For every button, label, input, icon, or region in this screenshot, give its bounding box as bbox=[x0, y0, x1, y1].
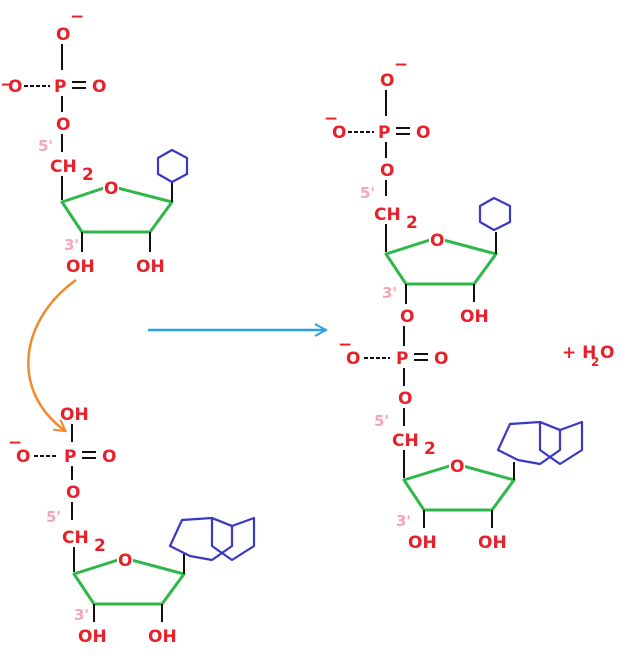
negative-charge: − bbox=[394, 55, 408, 75]
hydroxyl-2prime: OH bbox=[478, 533, 507, 553]
ch2-subscript: 2 bbox=[406, 213, 418, 233]
phosphorus: P bbox=[378, 123, 390, 143]
three-prime-label: 3' bbox=[382, 284, 397, 302]
ch2-group: CH bbox=[374, 205, 401, 225]
water-product: + H 2 O bbox=[562, 343, 614, 369]
oxygen-right: O bbox=[416, 123, 430, 143]
dinucleotide-product: O − − O P O O 5' CH 2 O 3' O OH − O P O bbox=[324, 55, 584, 553]
ch2-subscript: 2 bbox=[424, 439, 436, 459]
hydroxyl-3prime: OH bbox=[66, 257, 95, 277]
phosphorus: P bbox=[396, 349, 408, 369]
nucleotide-top-left: O − − O P O O 5' CH 2 O 3' OH OH bbox=[0, 7, 189, 277]
plus-h: + H bbox=[562, 343, 596, 363]
ch2-group: CH bbox=[392, 431, 419, 451]
negative-charge: − bbox=[324, 109, 338, 129]
three-prime-label: 3' bbox=[74, 606, 89, 624]
ring-oxygen: O bbox=[118, 551, 132, 571]
oxygen-left: O bbox=[346, 349, 360, 369]
three-prime-label: 3' bbox=[64, 236, 79, 254]
hydroxyl-3prime: OH bbox=[78, 627, 107, 647]
hydroxyl-2prime: OH bbox=[460, 307, 489, 327]
purine-six-ring bbox=[538, 420, 584, 466]
ch-text: CH bbox=[392, 431, 419, 451]
negative-charge: − bbox=[0, 75, 14, 95]
hydroxyl-phosphate: OH bbox=[60, 405, 89, 425]
ring-oxygen-bg bbox=[429, 230, 445, 248]
oxygen-right: O bbox=[434, 349, 448, 369]
five-prime-label: 5' bbox=[374, 412, 389, 430]
oxygen-5prime: O bbox=[380, 161, 394, 181]
oxygen-left: O bbox=[16, 447, 30, 467]
negative-charge: − bbox=[338, 335, 352, 355]
purine-six-ring bbox=[210, 516, 256, 562]
phosphorus: P bbox=[64, 447, 76, 467]
ring-oxygen-bg bbox=[103, 178, 119, 196]
three-prime-label: 3' bbox=[396, 512, 411, 530]
water-subscript: 2 bbox=[591, 355, 599, 369]
ring-oxygen: O bbox=[104, 179, 118, 199]
oxygen-right: O bbox=[102, 447, 116, 467]
ring-oxygen-bg bbox=[449, 456, 465, 474]
ch2-subscript: 2 bbox=[94, 536, 106, 556]
ch2-subscript: 2 bbox=[82, 165, 94, 185]
hydroxyl-2prime: OH bbox=[148, 627, 177, 647]
negative-charge: − bbox=[8, 433, 22, 453]
ring-oxygen: O bbox=[430, 231, 444, 251]
ribose-ring bbox=[60, 184, 174, 234]
purine-base bbox=[496, 420, 562, 466]
oxygen-right: O bbox=[92, 77, 106, 97]
ribose-ring bbox=[72, 556, 186, 606]
five-prime-label: 5' bbox=[360, 184, 375, 202]
oxygen-5prime: O bbox=[66, 483, 80, 503]
oxygen-left: O bbox=[8, 77, 22, 97]
negative-charge: − bbox=[70, 7, 84, 27]
oxygen-top: O bbox=[380, 71, 394, 91]
pyrimidine-base bbox=[478, 196, 512, 232]
oxygen-left: O bbox=[332, 123, 346, 143]
ch2-group: CH bbox=[50, 157, 77, 177]
nucleotide-bottom-left: OH − O P O O 5' CH 2 O 3' OH OH bbox=[8, 405, 256, 647]
water-oxygen: O bbox=[600, 343, 614, 363]
five-prime-label: 5' bbox=[46, 508, 61, 526]
ch-text: CH bbox=[62, 528, 89, 548]
phosphorus: P bbox=[54, 77, 66, 97]
ch2-group: CH bbox=[62, 528, 89, 548]
ch-text: CH bbox=[50, 157, 77, 177]
purine-base bbox=[168, 516, 234, 562]
ch-text: CH bbox=[374, 205, 401, 225]
hydroxyl-2prime: OH bbox=[136, 257, 165, 277]
oxygen-5prime: O bbox=[56, 115, 70, 135]
ribose-ring-lower bbox=[402, 462, 516, 512]
ribose-ring-upper bbox=[384, 236, 498, 286]
oxygen-3prime: O bbox=[400, 307, 414, 327]
five-prime-label: 5' bbox=[38, 137, 53, 155]
nucleophilic-attack-arrow bbox=[27, 278, 77, 430]
oxygen-top: O bbox=[56, 25, 70, 45]
oxygen-5prime: O bbox=[398, 389, 412, 409]
ring-oxygen: O bbox=[450, 457, 464, 477]
hydroxyl-3prime: OH bbox=[408, 533, 437, 553]
ring-oxygen-bg bbox=[117, 550, 133, 568]
pyrimidine-base bbox=[156, 148, 189, 184]
